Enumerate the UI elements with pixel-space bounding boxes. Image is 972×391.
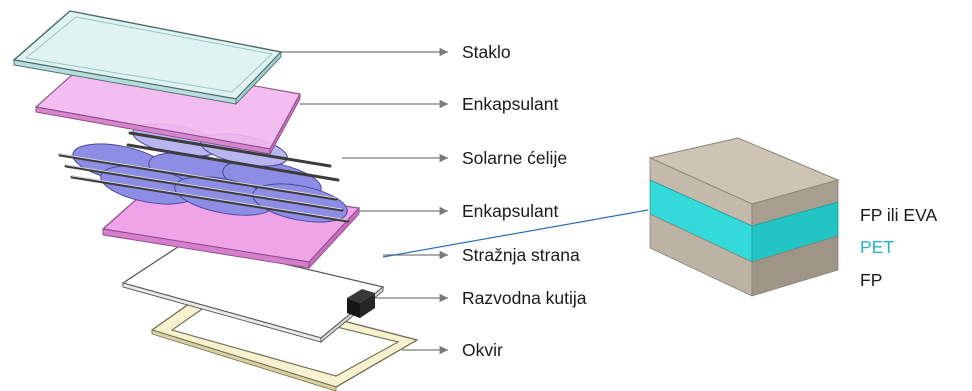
label-junction-box: Razvodna kutija bbox=[462, 288, 587, 308]
junction-box bbox=[347, 289, 375, 318]
glass-layer bbox=[12, 10, 283, 106]
backsheet-callout-line bbox=[382, 209, 649, 258]
backsheet-detail-block bbox=[648, 137, 840, 297]
label-detail-pet: PET bbox=[860, 237, 894, 257]
solar-cells-layer bbox=[58, 123, 350, 223]
label-detail-fp: FP bbox=[860, 270, 882, 290]
label-backsheet: Stražnja strana bbox=[462, 245, 580, 265]
leader-lines bbox=[281, 47, 448, 355]
label-detail-fp-eva: FP ili EVA bbox=[860, 205, 937, 225]
label-solar-cells: Solarne ćelije bbox=[462, 148, 567, 168]
label-encapsulant-top: Enkapsulant bbox=[462, 94, 558, 114]
label-encapsulant-bottom: Enkapsulant bbox=[462, 201, 558, 221]
label-frame: Okvir bbox=[462, 340, 503, 360]
label-glass: Staklo bbox=[462, 42, 511, 62]
